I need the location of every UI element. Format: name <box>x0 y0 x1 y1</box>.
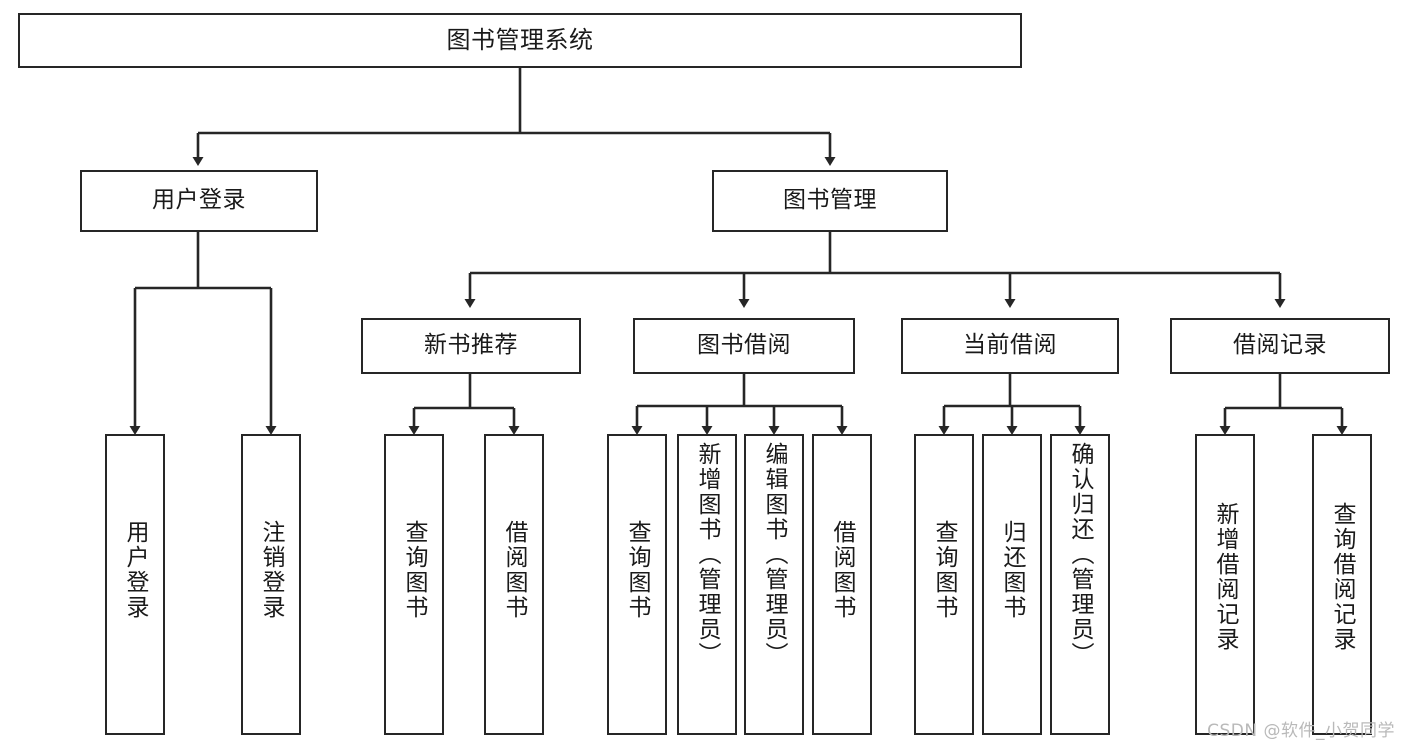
node-label: 当前借阅 <box>963 332 1057 359</box>
node-label: 借阅记录 <box>1233 332 1327 359</box>
leaf-borrow-add-book-admin[interactable]: 新增图书（管理员） <box>677 434 737 735</box>
node-label: 查询图书 <box>624 520 651 620</box>
node-label: 借阅图书 <box>501 520 528 620</box>
node-current-borrow[interactable]: 当前借阅 <box>901 318 1119 374</box>
node-label: 新增借阅记录 <box>1212 502 1239 652</box>
leaf-borrow-query-book[interactable]: 查询图书 <box>607 434 667 735</box>
node-root-system[interactable]: 图书管理系统 <box>18 13 1022 68</box>
node-label: 确认归还（管理员） <box>1067 442 1094 667</box>
leaf-user-login-signout[interactable]: 注销登录 <box>241 434 301 735</box>
node-label: 借阅图书 <box>829 520 856 620</box>
node-book-management[interactable]: 图书管理 <box>712 170 948 232</box>
node-label: 编辑图书（管理员） <box>761 442 788 667</box>
node-label: 用户登录 <box>122 520 149 620</box>
leaf-user-login-signin[interactable]: 用户登录 <box>105 434 165 735</box>
leaf-borrow-borrow-book[interactable]: 借阅图书 <box>812 434 872 735</box>
leaf-recommend-query-book[interactable]: 查询图书 <box>384 434 444 735</box>
node-book-borrow[interactable]: 图书借阅 <box>633 318 855 374</box>
node-label: 新书推荐 <box>424 332 518 359</box>
node-label: 查询借阅记录 <box>1329 502 1356 652</box>
node-new-book-recommend[interactable]: 新书推荐 <box>361 318 581 374</box>
leaf-borrow-edit-book-admin[interactable]: 编辑图书（管理员） <box>744 434 804 735</box>
node-label: 图书管理 <box>783 187 877 214</box>
node-borrow-records[interactable]: 借阅记录 <box>1170 318 1390 374</box>
node-label: 新增图书（管理员） <box>694 442 721 667</box>
leaf-current-return-book[interactable]: 归还图书 <box>982 434 1042 735</box>
leaf-records-query-record[interactable]: 查询借阅记录 <box>1312 434 1372 735</box>
node-label: 查询图书 <box>401 520 428 620</box>
leaf-recommend-borrow-book[interactable]: 借阅图书 <box>484 434 544 735</box>
node-user-login[interactable]: 用户登录 <box>80 170 318 232</box>
leaf-records-add-record[interactable]: 新增借阅记录 <box>1195 434 1255 735</box>
node-label: 用户登录 <box>152 187 246 214</box>
node-label: 归还图书 <box>999 520 1026 620</box>
csdn-watermark: CSDN @软件_小贺同学 <box>1207 721 1395 741</box>
node-label: 图书借阅 <box>697 332 791 359</box>
leaf-current-confirm-return-admin[interactable]: 确认归还（管理员） <box>1050 434 1110 735</box>
leaf-current-query-book[interactable]: 查询图书 <box>914 434 974 735</box>
node-label: 注销登录 <box>258 520 285 620</box>
node-label: 查询图书 <box>931 520 958 620</box>
node-label: 图书管理系统 <box>446 26 594 55</box>
